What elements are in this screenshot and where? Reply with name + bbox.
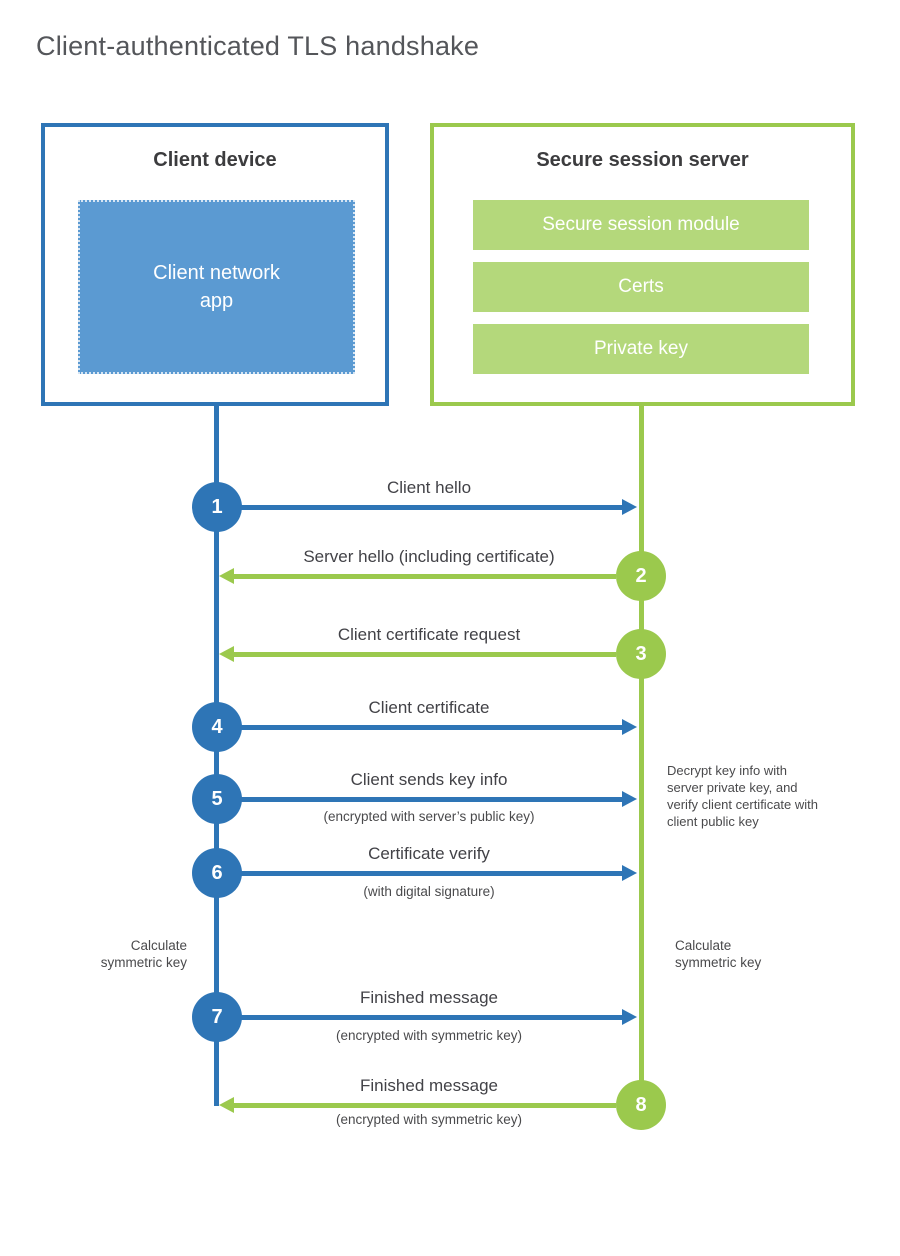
step-2-label: Server hello (including certificate) [303, 547, 555, 566]
step-7-arrowhead-right-icon [622, 1009, 637, 1025]
calculate-symmetric-key-right: Calculate symmetric key [675, 938, 762, 970]
page-title: Client-authenticated TLS handshake [36, 31, 480, 61]
step-3-arrowhead-left-icon [219, 646, 234, 662]
client-device-box: Client device Client network app [41, 123, 389, 406]
step-1-arrow [240, 505, 622, 510]
step-6-label: Certificate verify [368, 844, 490, 863]
step-4-arrowhead-right-icon [622, 719, 637, 735]
step-5-sublabel: (encrypted with server’s public key) [323, 809, 535, 824]
step-7-arrow [240, 1015, 622, 1020]
step-6-arrow [240, 871, 622, 876]
client-network-app-box: Client network app [78, 200, 355, 374]
step-6-circle: 6 [192, 848, 242, 898]
step-8-sublabel: (encrypted with symmetric key) [335, 1112, 523, 1127]
step-5-arrowhead-right-icon [622, 791, 637, 807]
step-1-label: Client hello [386, 478, 472, 497]
step-2-arrow [234, 574, 616, 579]
step-3-circle: 3 [616, 629, 666, 679]
step-5-arrow [240, 797, 622, 802]
step-5-circle: 5 [192, 774, 242, 824]
step-3-arrow [234, 652, 616, 657]
step-6-arrowhead-right-icon [622, 865, 637, 881]
step-2-circle: 2 [616, 551, 666, 601]
step-6-sublabel: (with digital signature) [363, 884, 495, 899]
step-7-label: Finished message [360, 988, 498, 1007]
step-8-arrowhead-left-icon [219, 1097, 234, 1113]
step-1-circle: 1 [192, 482, 242, 532]
step-7-sublabel: (encrypted with symmetric key) [335, 1028, 523, 1043]
secure-session-server-header: Secure session server [536, 149, 749, 171]
step-4-label: Client certificate [368, 698, 490, 717]
step-2-arrowhead-left-icon [219, 568, 234, 584]
server-module-bar-private-key: Private key [473, 324, 809, 374]
step-8-arrow [234, 1103, 616, 1108]
server-module-bar-certs: Certs [473, 262, 809, 312]
step-4-circle: 4 [192, 702, 242, 752]
server-module-bar-secure-session-module: Secure session module [473, 200, 809, 250]
step-8-circle: 8 [616, 1080, 666, 1130]
secure-session-server-box: Secure session server Secure session mod… [430, 123, 855, 406]
calculate-symmetric-key-left: Calculate symmetric key [100, 938, 187, 970]
client-network-app-label: Client network app [153, 262, 280, 312]
step-1-arrowhead-right-icon [622, 499, 637, 515]
step-3-label: Client certificate request [337, 625, 521, 644]
step-7-circle: 7 [192, 992, 242, 1042]
decrypt-note: Decrypt key info with server private key… [667, 763, 818, 829]
client-device-header: Client device [153, 149, 277, 171]
step-5-label: Client sends key info [350, 770, 508, 789]
step-4-arrow [240, 725, 622, 730]
server-lifeline [639, 405, 644, 1106]
client-lifeline [214, 405, 219, 1106]
step-8-label: Finished message [360, 1076, 498, 1095]
